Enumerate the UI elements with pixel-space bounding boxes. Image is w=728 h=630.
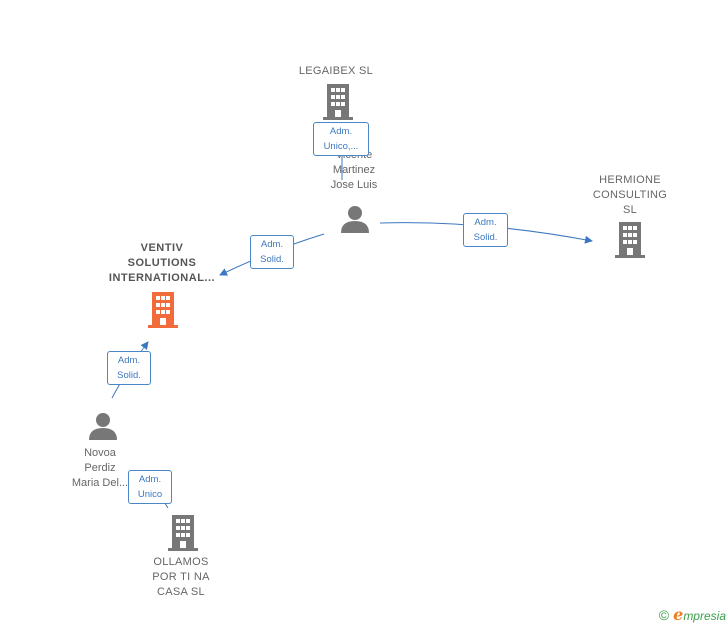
node-ollamos-label: OLLAMOS POR TI NA CASA SL [152, 556, 210, 598]
relation-badge-vicente-ventiv[interactable]: Adm. Solid. [250, 235, 294, 269]
building-icon [168, 515, 198, 551]
brand-name: mpresia [683, 609, 726, 623]
relation-badge-vicente-legaibex[interactable]: Adm. Unico,... [313, 122, 369, 156]
node-ventiv-label: VENTIV SOLUTIONS INTERNATIONAL... [108, 242, 216, 284]
node-legaibex-label: LEGAIBEX SL [298, 65, 374, 77]
node-hermione-label: HERMIONE CONSULTING SL [592, 174, 668, 216]
person-icon [341, 206, 369, 233]
brand-logo: © empresia [659, 605, 726, 624]
node-novoa-label: Novoa Perdiz Maria Del... [71, 447, 129, 489]
relation-badge-vicente-hermione[interactable]: Adm. Solid. [463, 213, 508, 247]
person-icon [89, 413, 117, 440]
building-icon [148, 292, 178, 328]
building-icon [615, 222, 645, 258]
building-icon [323, 84, 353, 120]
relation-badge-novoa-ventiv[interactable]: Adm. Solid. [107, 351, 151, 385]
copyright-icon: © [658, 606, 670, 623]
relation-badge-novoa-ollamos[interactable]: Adm. Unico [128, 470, 172, 504]
brand-initial: e [673, 605, 684, 624]
